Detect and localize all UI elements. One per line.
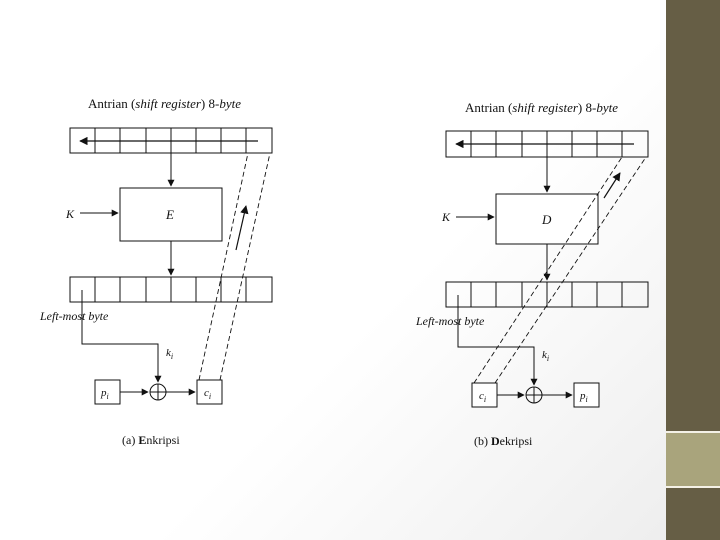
encrypt-ki-path xyxy=(81,290,162,383)
encrypt-ki-label: ki xyxy=(166,347,173,361)
decrypt-ki-path xyxy=(457,295,538,386)
encrypt-ci-box xyxy=(196,379,223,405)
encrypt-pi-box xyxy=(94,379,121,405)
decorative-sidebar xyxy=(666,0,720,540)
decrypt-xor-icon xyxy=(525,386,543,404)
encrypt-feedback-arrow xyxy=(235,205,249,251)
sidebar-bottom-block xyxy=(666,487,720,540)
encrypt-e-block xyxy=(119,187,223,242)
encrypt-register-title: Antrian (shift register) 8-byte xyxy=(88,96,241,111)
encrypt-key-label: K xyxy=(65,207,75,221)
decrypt-pi-box xyxy=(573,382,600,408)
decrypt-d-label: D xyxy=(541,212,552,227)
decrypt-caption: (b) Dekripsi xyxy=(474,434,533,448)
encrypt-feedback-dashed xyxy=(198,152,271,381)
sidebar-top-block xyxy=(666,0,720,432)
decrypt-ci-box xyxy=(471,382,498,408)
encryption-diagram: Antrian (shift register) 8-byte E K xyxy=(39,96,273,447)
encrypt-xor-icon xyxy=(149,383,167,401)
decrypt-pi-label: pi xyxy=(579,390,588,404)
encrypt-output-register xyxy=(69,276,273,303)
decrypt-register-title: Antrian (shift register) 8-byte xyxy=(465,100,618,115)
encrypt-caption: (a) Enkripsi xyxy=(122,433,180,447)
encrypt-ci-label: ci xyxy=(204,387,211,401)
sidebar-divider xyxy=(666,486,720,488)
sidebar-divider xyxy=(666,431,720,433)
sidebar-accent-block xyxy=(666,432,720,487)
decrypt-key-label: K xyxy=(441,210,451,224)
decrypt-feedback-arrow xyxy=(603,172,621,199)
decrypt-ki-label: ki xyxy=(542,349,549,363)
decryption-diagram: Antrian (shift register) 8-byte D K Left… xyxy=(415,100,649,448)
decrypt-feedback-dashed xyxy=(473,156,647,384)
encrypt-e-label: E xyxy=(165,207,174,222)
encrypt-pi-label: pi xyxy=(100,387,109,401)
decrypt-output-register xyxy=(445,281,649,308)
encrypt-leftmost-label: Left-most byte xyxy=(39,309,109,323)
decrypt-leftmost-label: Left-most byte xyxy=(415,314,485,328)
decrypt-ci-label: ci xyxy=(479,390,486,404)
